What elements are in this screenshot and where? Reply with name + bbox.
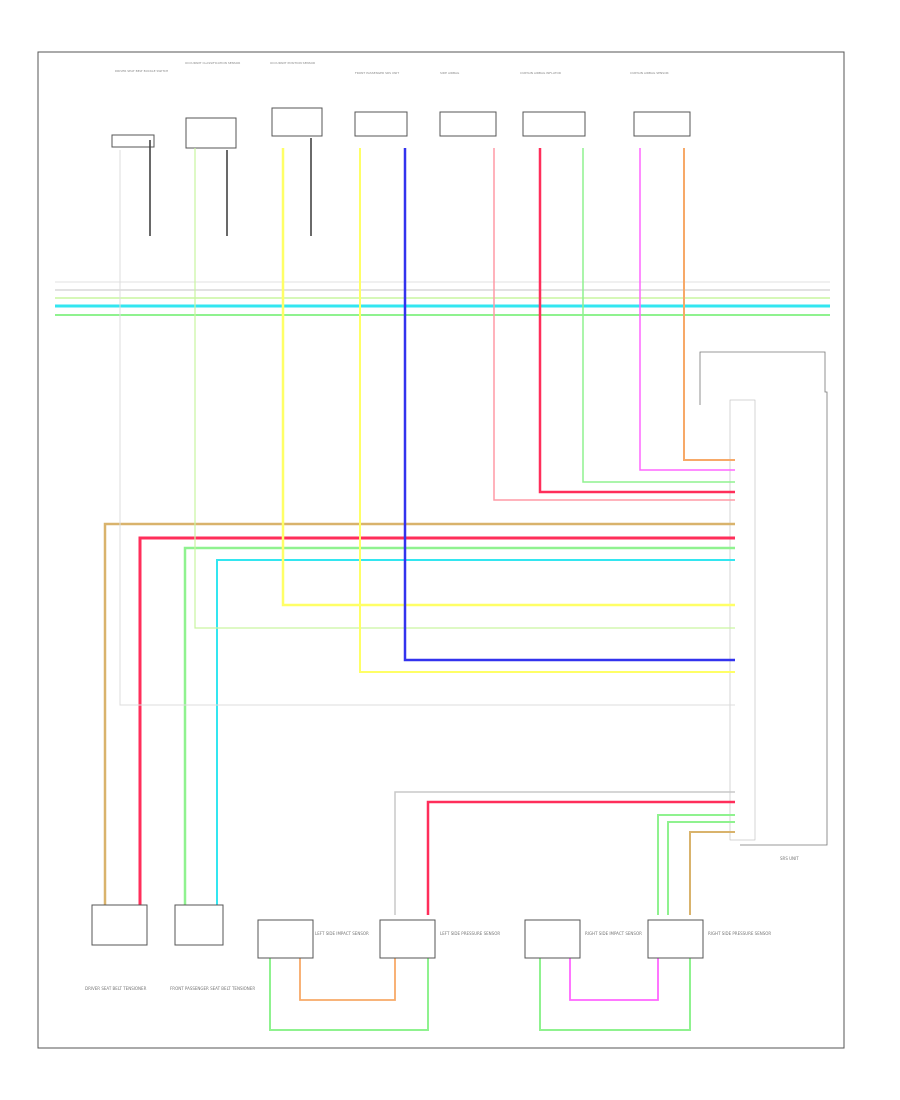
component-box-7 [633,111,691,137]
bottom-box-4 [379,919,436,959]
wire-pink-top [493,148,735,501]
wire-cyan-long [216,559,735,905]
ground-symbols [149,138,312,236]
bottom-components: DRIVER SEAT BELT TENSIONER FRONT PASSENG… [85,904,771,991]
wire-tan-lower [689,831,735,915]
wire-red-lower [426,800,735,915]
wire-yellow-2 [359,148,735,673]
wire-gray-1 [119,150,735,706]
wire-lightgreen-1 [194,148,735,629]
wire-red-long [138,536,735,905]
component-box-4 [354,111,408,137]
wire-gray-lower [394,791,735,915]
bottom-box-1 [91,904,148,946]
caption-1: DRIVER SEAT BELT BUCKLE SWITCH [115,69,168,73]
top-captions: DRIVER SEAT BELT BUCKLE SWITCH OCCUPANT … [115,61,669,75]
wire-green-lower-1 [657,814,735,915]
caption-5: SIDE AIRBAG [440,71,460,75]
srs-unit-label: SRS UNIT [780,856,799,861]
caption-4: FRONT PASSENGER SRS UNIT [355,71,399,75]
component-box-2 [185,117,237,149]
wire-blue [403,148,735,662]
wires [103,148,735,1031]
bottom-caption-6: RIGHT SIDE PRESSURE SENSOR [708,931,771,936]
bottom-caption-2: FRONT PASSENGER SEAT BELT TENSIONER [170,986,255,991]
caption-2: OCCUPANT CLASSIFICATION SENSOR [185,61,240,65]
component-box-6 [522,111,586,137]
wire-tan-long [103,522,735,905]
wire-red-top [538,148,735,494]
wire-green-lower-2 [667,821,735,915]
bottom-box-6 [647,919,704,959]
loop-magenta-right [569,958,659,1001]
component-box-1 [111,134,155,148]
caption-3: OCCUPANT POSITION SENSOR [270,61,315,65]
loop-green-left [269,955,429,1031]
loop-orange-left [299,958,396,1001]
bottom-caption-5: RIGHT SIDE IMPACT SENSOR [585,931,642,936]
caption-7: CURTAIN AIRBAG SENSOR [630,71,669,75]
bottom-caption-4: LEFT SIDE PRESSURE SENSOR [440,931,500,936]
srs-unit-connector: SRS UNIT [699,351,828,861]
wire-green-top [582,148,735,483]
bottom-box-2 [174,904,224,946]
component-box-5 [439,111,497,137]
wire-magenta-top [639,148,735,471]
top-components [111,107,691,149]
bottom-caption-3: LEFT SIDE IMPACT SENSOR [315,931,369,936]
loop-green-right [539,955,691,1031]
wire-orange-top [683,148,735,461]
wire-green-long [183,546,735,905]
caption-6: CURTAIN AIRBAG INFLATOR [520,71,561,75]
component-box-3 [271,107,323,137]
wire-yellow-1 [281,148,735,607]
page-frame [37,51,845,1049]
bottom-box-3 [257,919,314,959]
bus-lines [55,281,830,316]
bottom-box-5 [524,919,581,959]
bottom-caption-1: DRIVER SEAT BELT TENSIONER [85,986,147,991]
